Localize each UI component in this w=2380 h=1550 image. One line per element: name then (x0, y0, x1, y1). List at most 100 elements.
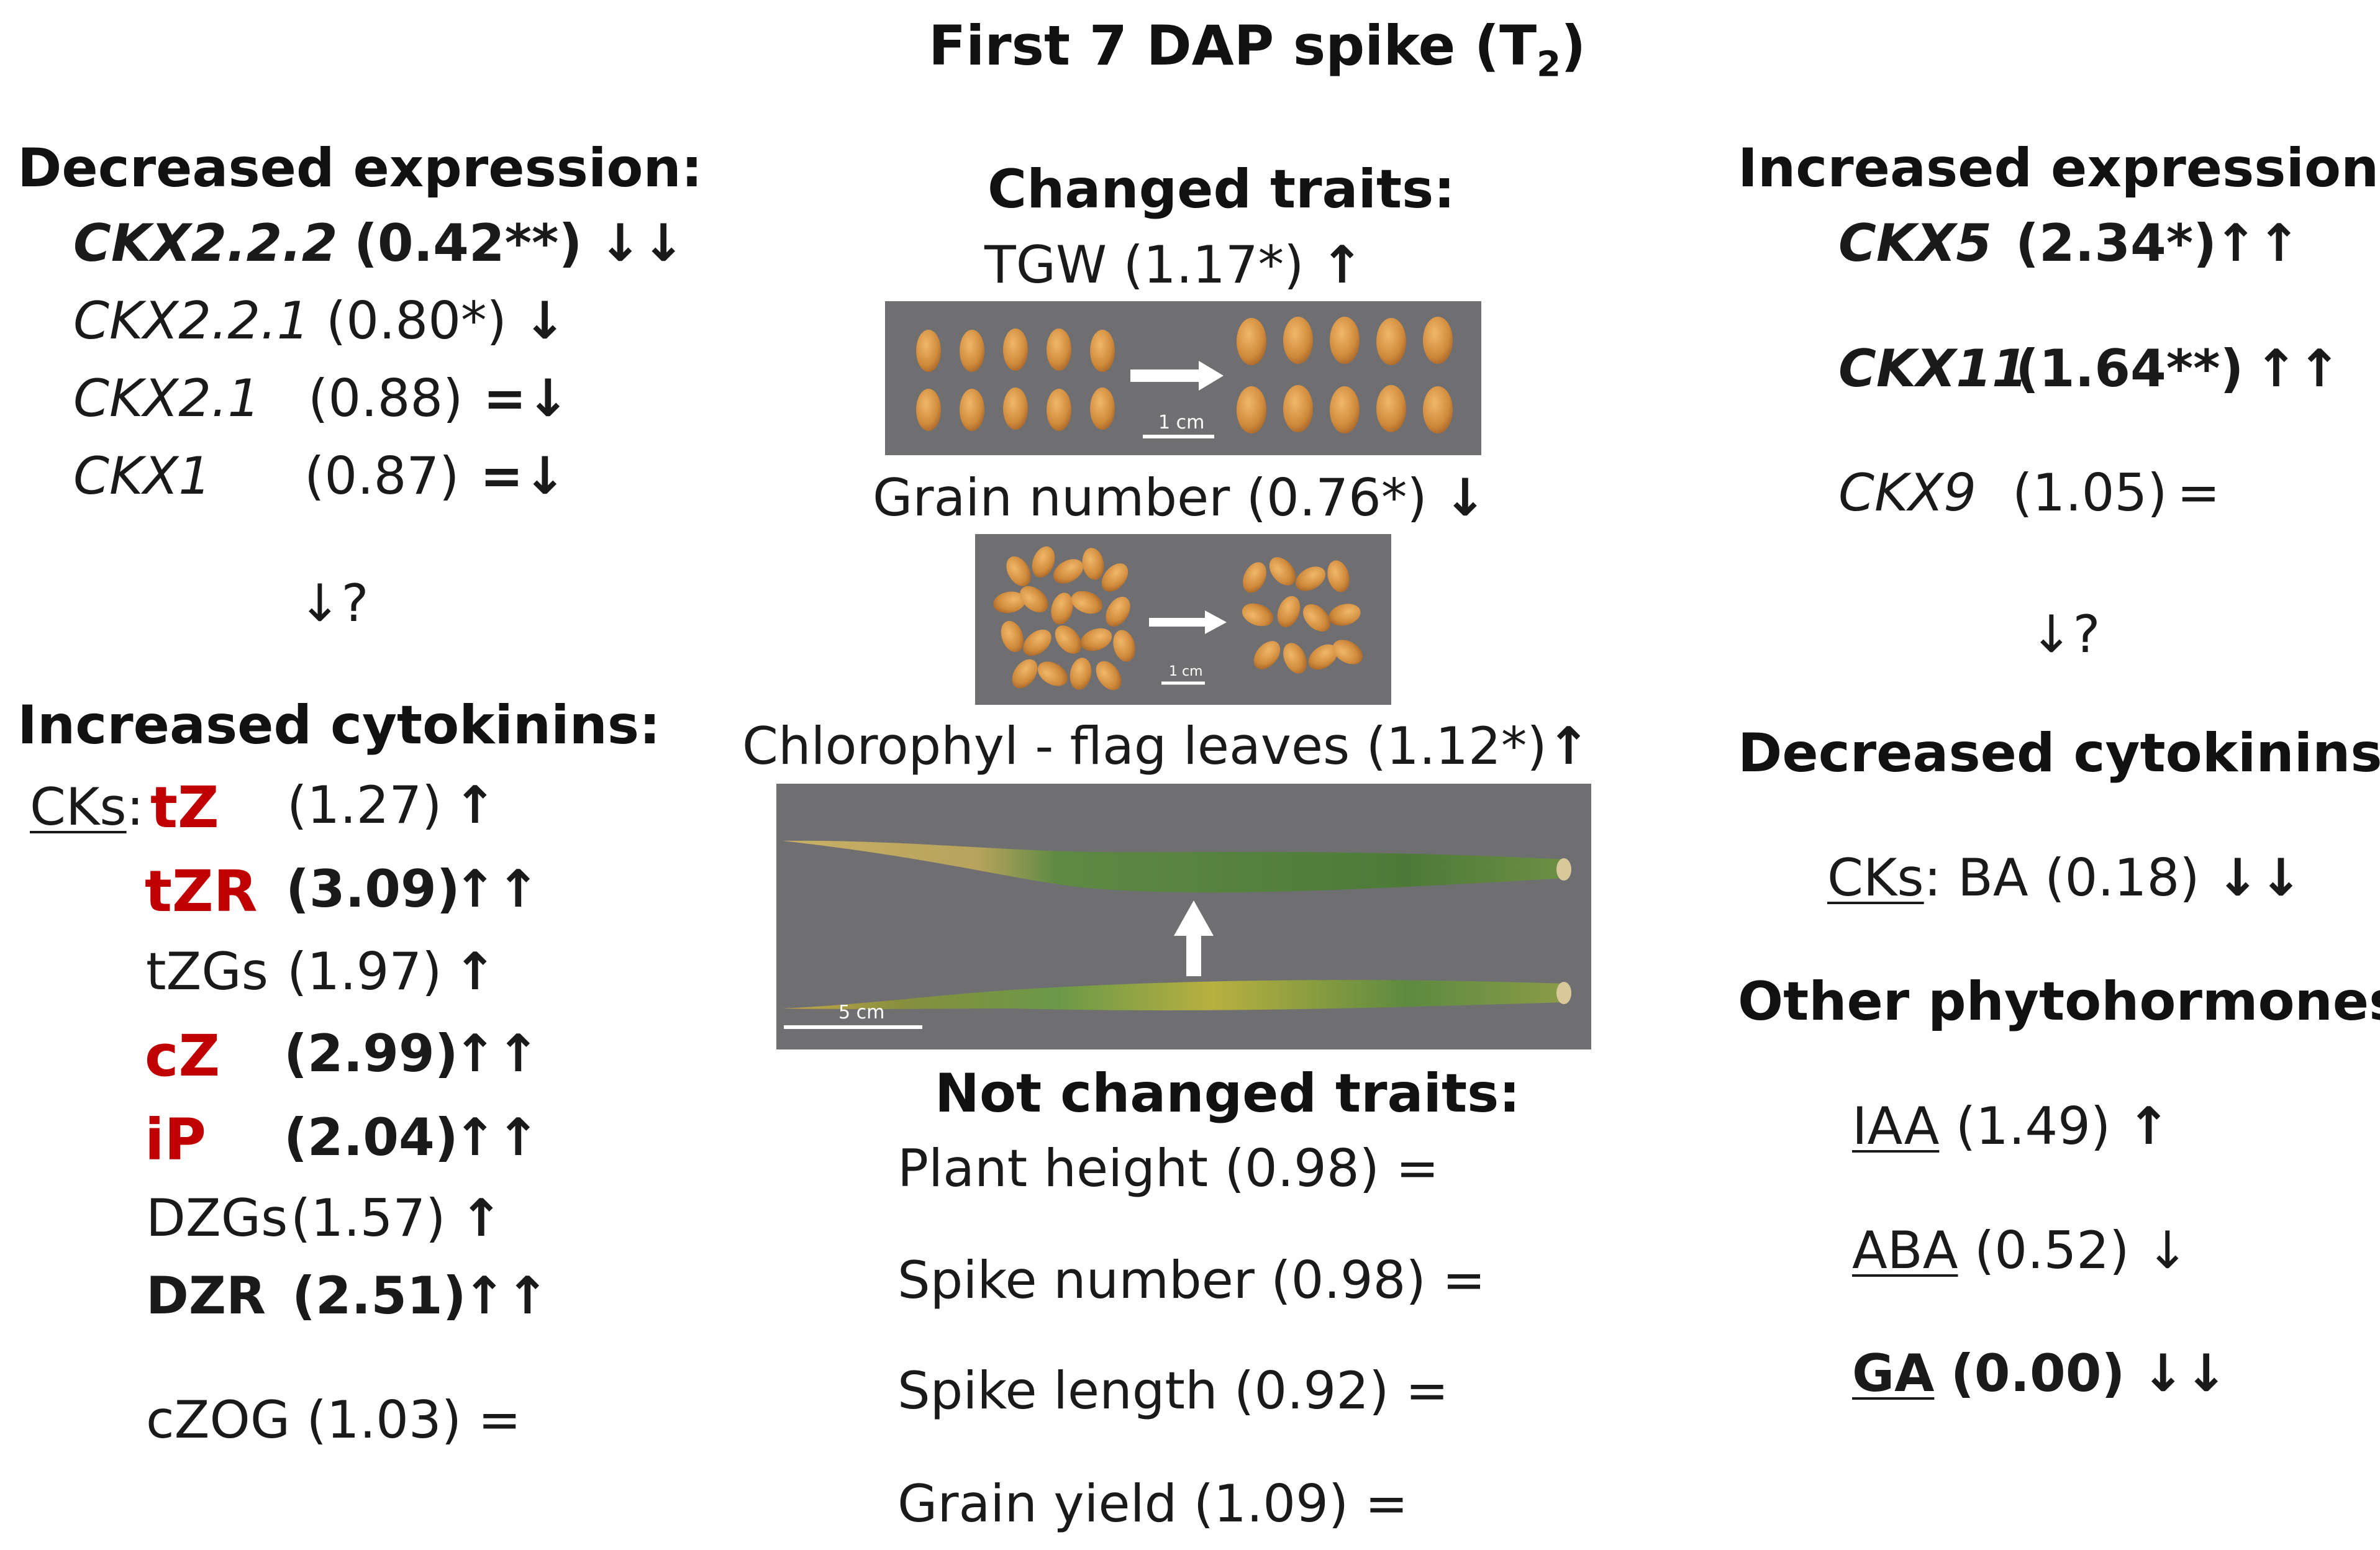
ck-row-tzr: tZR (3.09) ↑↑ (0, 863, 621, 925)
hormone-row-ga: GA (0.00) ↓↓ (1852, 1348, 2228, 1399)
trend-arrow: ↑↑ (453, 1107, 540, 1167)
hormone-name: IAA (1852, 1096, 1940, 1156)
trend-arrow: =↓ (483, 368, 570, 428)
hormone-name: ABA (1852, 1220, 1958, 1280)
flag-leaf-photo: 5 cm (776, 784, 1591, 1049)
gene-row-ckx11: CKX11 (1.64**) ↑↑ (0, 343, 2380, 405)
gene-row-ckx9: CKX9 (1.05) = (0, 467, 2380, 529)
trend-arrow: ↑ (1320, 235, 1364, 295)
ck-row-dzr: DZR (2.51) ↑↑ (0, 1270, 621, 1332)
ck-row-tzgs: tZGs (1.97) ↑ (0, 946, 621, 1008)
decreased-cytokinins-heading: Decreased cytokinins: (1738, 722, 2380, 784)
tgw-grain-photo: 1 cm (885, 301, 1481, 455)
trend-arrow: = (2177, 463, 2220, 523)
gene-value: (0.80*) (325, 291, 507, 351)
trend-arrow: ↓ (523, 291, 566, 351)
trend-arrow: ↑↑ (2255, 338, 2341, 399)
ck-value: (1.97) (287, 941, 442, 1002)
gene-value: (1.05) (2012, 463, 2168, 523)
ck-name: DZGs (146, 1188, 288, 1248)
gene-row-ckx2-2-2: CKX2.2.2 (0.42**) ↓↓ (73, 217, 685, 269)
gene-name: CKX11 (1838, 338, 2028, 399)
gene-value: (0.42**) (353, 213, 583, 273)
other-phytohormones-heading: Other phytohormones: (1738, 971, 2380, 1033)
trend-arrow: ↑ (453, 941, 497, 1002)
gene-name: CKX2.1 (73, 368, 261, 428)
decreased-expression-heading: Decreased expression: (17, 137, 703, 199)
gene-name: CKX5 (1838, 213, 1992, 273)
ck-value: (1.57) (291, 1188, 446, 1248)
page-title: First 7 DAP spike (T2) (929, 14, 1586, 85)
trend-arrow: ↑ (460, 1188, 503, 1248)
trend-arrow: ↑↑ (2214, 213, 2301, 273)
ck-row-cz: cZ (2.99) ↑↑ (0, 1028, 621, 1090)
hormone-row-iaa: IAA (1.49) ↑ (1852, 1100, 2170, 1152)
ck-row-tz: tZ (1.27) ↑ (0, 779, 621, 841)
cks-label-right: CKs (1827, 848, 1924, 908)
tgw-row: TGW (1.17*) ↑ (984, 235, 1364, 295)
ck-value: (1.27) (287, 775, 442, 835)
gene-name: CKX2.2.2 (73, 213, 338, 273)
chlorophyl-row: Chlorophyl - flag leaves (1.12*)↑ (742, 716, 1591, 776)
scale-label: 5 cm (838, 1002, 884, 1023)
not-changed-grain-yield: Grain yield (1.09) = (897, 1474, 1409, 1534)
ck-row-dzgs: DZGs (1.57) ↑ (0, 1192, 621, 1254)
link-arrow-right: ↓? (2030, 604, 2101, 664)
gene-value: (2.34*) (2015, 213, 2217, 273)
trend-arrow: ↑ (1547, 716, 1591, 776)
gene-row-ckx5: CKX5 (2.34*) ↑↑ (0, 217, 2380, 279)
trend-arrow: ↓ (1443, 468, 1487, 528)
gene-row-ckx2-2-1: CKX2.2.1 (0.80*) ↓ (73, 295, 566, 347)
changed-traits-heading: Changed traits: (988, 158, 1455, 220)
gene-name: CKX9 (1838, 463, 1977, 523)
cks-label-left: CKs: (30, 777, 144, 837)
scale-label: 1 cm (1158, 412, 1204, 433)
trend-arrow: ↑↑ (453, 1023, 540, 1084)
trend-arrow: ↑↑ (463, 1266, 550, 1326)
gene-name: CKX2.2.1 (73, 291, 310, 351)
gene-name: CKX1 (73, 446, 212, 506)
ck-name: tZGs (146, 941, 268, 1002)
not-changed-spike-length: Spike length (0.92) = (897, 1361, 1449, 1421)
trend-arrow: ↓↓ (598, 213, 685, 273)
ck-value: (3.09) (286, 859, 460, 919)
trend-arrow: ↓↓ (2216, 848, 2303, 908)
grain-number-photo: 1 cm (975, 534, 1391, 705)
trend-arrow: =↓ (480, 446, 567, 506)
ck-name: iP (145, 1107, 206, 1173)
hormone-value: (0.00) (1950, 1343, 2125, 1403)
tgw-grain-illustration: 1 cm (916, 317, 1453, 438)
trend-arrow: ↓ (2145, 1220, 2189, 1280)
increased-expression-heading: Increased expression: (1738, 137, 2380, 199)
grain-number-row: Grain number (0.76*) ↓ (873, 468, 1487, 528)
not-changed-traits-heading: Not changed traits: (935, 1063, 1520, 1125)
increased-cytokinins-heading: Increased cytokinins: (17, 694, 661, 756)
ck-value: (2.99) (284, 1023, 458, 1084)
grain-number-illustration: 1 cm (993, 546, 1363, 691)
not-changed-spike-number: Spike number (0.98) = (897, 1250, 1486, 1310)
flag-leaf-illustration: 5 cm (783, 840, 1571, 1029)
ck-name: cZ (145, 1023, 220, 1089)
trend-arrow: ↓↓ (2141, 1343, 2228, 1403)
ck-value: (2.51) (292, 1266, 466, 1326)
ck-name: tZR (145, 858, 258, 925)
gene-value: (0.88) (308, 368, 463, 428)
hormone-row-aba: ABA (0.52) ↓ (1852, 1225, 2189, 1276)
hormone-value: (1.49) (1955, 1096, 2111, 1156)
ck-value: (2.04) (284, 1107, 458, 1167)
not-changed-plant-height: Plant height (0.98) = (897, 1138, 1439, 1199)
hormone-name: GA (1852, 1343, 1935, 1403)
ck-name: tZ (150, 774, 219, 841)
link-arrow-left: ↓? (298, 573, 369, 633)
scale-label: 1 cm (1169, 664, 1203, 679)
czog-row: cZOG (1.03) = (146, 1390, 522, 1450)
ba-row: CKs: BA (0.18) ↓↓ (1827, 848, 2303, 908)
trend-arrow: ↑ (453, 775, 497, 835)
hormone-value: (0.52) (1974, 1220, 2130, 1280)
ck-name: DZR (146, 1266, 266, 1326)
trend-arrow: ↑ (2127, 1096, 2171, 1156)
gene-value: (1.64**) (2015, 338, 2244, 399)
ck-row-ip: iP (2.04) ↑↑ (0, 1112, 621, 1174)
trend-arrow: ↑↑ (453, 859, 540, 919)
gene-value: (0.87) (304, 446, 460, 506)
